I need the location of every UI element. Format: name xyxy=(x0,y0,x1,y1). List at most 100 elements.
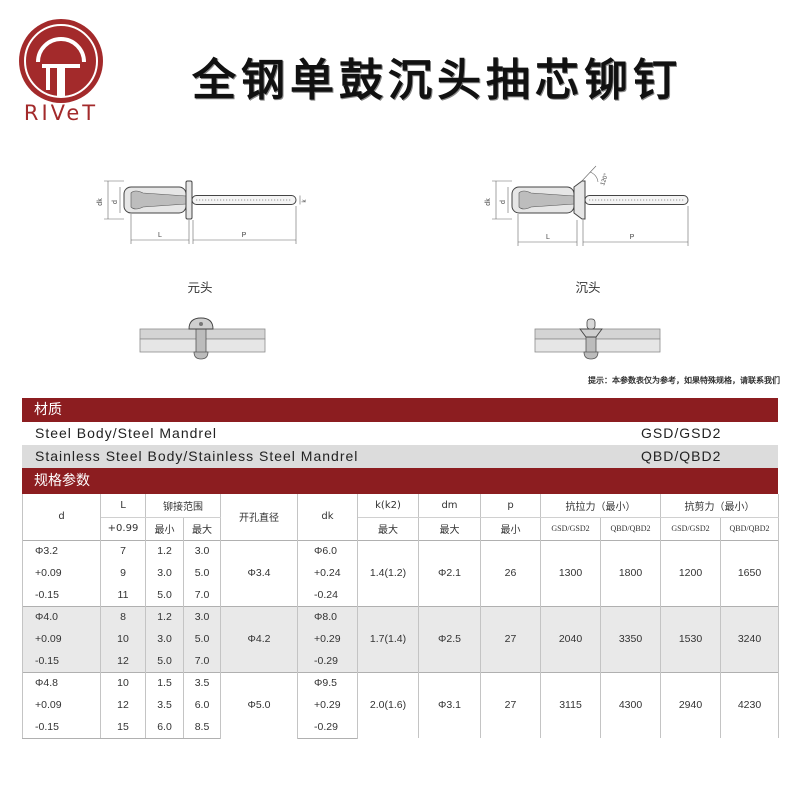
col-subheader-dm-max: 最大 xyxy=(418,517,481,540)
diagram-label-dk: dk xyxy=(485,198,492,206)
table-row: -0.15 11 5.0 7.0 -0.24 xyxy=(22,584,779,606)
cell-p: 27 xyxy=(480,605,541,672)
cell-dk: -0.29 xyxy=(297,716,358,739)
cell-hole: Φ5.0 xyxy=(220,671,298,738)
col-header-p: p xyxy=(480,494,541,518)
cell-dk: -0.24 xyxy=(297,584,358,606)
round-head-caption: 元头 xyxy=(187,280,213,295)
cell-grip-min: 1.2 xyxy=(145,539,184,562)
cell-d: +0.09 xyxy=(22,562,101,584)
col-subheader-tensile-gsd: GSD/GSD2 xyxy=(540,517,601,540)
countersunk-caption: 沉头 xyxy=(575,280,601,295)
cell-grip-max: 7.0 xyxy=(183,650,221,672)
col-subheader-shear-qbd: QBD/QBD2 xyxy=(720,517,779,540)
col-header-L: L xyxy=(100,494,146,518)
page-title: 全钢单鼓沉头抽芯铆钉 xyxy=(192,55,682,106)
table-row: Φ4.0 8 1.2 3.0 Φ4.2 Φ8.0 1.7(1.4) Φ2.5 2… xyxy=(22,605,779,672)
table-row: -0.15 15 6.0 8.5 -0.29 xyxy=(22,716,779,739)
cell-dm: Φ3.1 xyxy=(418,671,481,738)
cell-grip-max: 5.0 xyxy=(183,628,221,650)
cell-dk: -0.29 xyxy=(297,650,358,672)
cell-d: -0.15 xyxy=(22,650,101,672)
cell-grip-min: 5.0 xyxy=(145,650,184,672)
cell-tensile-qbd: 3350 xyxy=(600,605,661,672)
diagram-label-P: P xyxy=(242,232,247,239)
cell-p: 26 xyxy=(480,539,541,606)
col-header-hole-diameter: 开孔直径 xyxy=(220,494,298,540)
col-header-k: k(k2) xyxy=(357,494,419,518)
cell-grip-min: 3.5 xyxy=(145,694,184,716)
material-code: GSD/GSD2 xyxy=(641,425,722,441)
cell-dm: Φ2.5 xyxy=(418,605,481,672)
cell-grip-min: 3.0 xyxy=(145,628,184,650)
spec-group: Φ4.8 10 1.5 3.5 Φ5.0 Φ9.5 2.0(1.6) Φ3.1 … xyxy=(22,671,779,739)
cell-grip-max: 3.5 xyxy=(183,671,221,694)
col-subheader-tensile-qbd: QBD/QBD2 xyxy=(600,517,661,540)
cell-d: Φ4.0 xyxy=(22,605,101,628)
cell-grip-min: 1.5 xyxy=(145,671,184,694)
cell-grip-min: 3.0 xyxy=(145,562,184,584)
col-header-shear: 抗剪力（最小） xyxy=(660,494,779,518)
cell-grip-min: 5.0 xyxy=(145,584,184,606)
cell-tensile-gsd: 1300 xyxy=(540,539,601,606)
table-row: +0.09 10 3.0 5.0 +0.29 xyxy=(22,628,779,650)
col-header-grip-range: 铆接范围 xyxy=(145,494,221,518)
cell-L: 7 xyxy=(100,539,146,562)
material-code: QBD/QBD2 xyxy=(641,448,722,464)
spec-header: 规格参数 xyxy=(22,468,778,494)
cell-shear-qbd: 3240 xyxy=(720,605,779,672)
cell-shear-gsd: 1530 xyxy=(660,605,721,672)
col-header-dm: dm xyxy=(418,494,481,518)
spec-group: Φ4.0 8 1.2 3.0 Φ4.2 Φ8.0 1.7(1.4) Φ2.5 2… xyxy=(22,605,779,672)
cell-dk: +0.29 xyxy=(297,694,358,716)
cell-hole: Φ4.2 xyxy=(220,605,298,672)
cell-dk: Φ6.0 xyxy=(297,539,358,562)
material-name: Stainless Steel Body/Stainless Steel Man… xyxy=(35,448,359,464)
cell-grip-min: 6.0 xyxy=(145,716,184,739)
cell-d: +0.09 xyxy=(22,694,101,716)
col-subheader-L-tolerance: +0.99 xyxy=(100,517,146,540)
cell-grip-max: 5.0 xyxy=(183,562,221,584)
spec-header-label: 规格参数 xyxy=(34,473,90,489)
cell-dk: Φ9.5 xyxy=(297,671,358,694)
cell-tensile-gsd: 2040 xyxy=(540,605,601,672)
cell-hole: Φ3.4 xyxy=(220,539,298,606)
col-subheader-grip-min: 最小 xyxy=(145,517,184,540)
cell-tensile-gsd: 3115 xyxy=(540,671,601,738)
material-row: Steel Body/Steel Mandrel GSD/GSD2 xyxy=(22,422,778,445)
cell-dk: +0.29 xyxy=(297,628,358,650)
cell-shear-qbd: 4230 xyxy=(720,671,779,738)
cell-L: 11 xyxy=(100,584,146,606)
table-row: -0.15 12 5.0 7.0 -0.29 xyxy=(22,650,779,672)
cell-d: +0.09 xyxy=(22,628,101,650)
cell-shear-gsd: 1200 xyxy=(660,539,721,606)
col-subheader-shear-gsd: GSD/GSD2 xyxy=(660,517,721,540)
cell-L: 10 xyxy=(100,628,146,650)
cell-d: Φ3.2 xyxy=(22,539,101,562)
cell-L: 8 xyxy=(100,605,146,628)
diagram-label-d: d xyxy=(112,200,119,204)
material-header-label: 材质 xyxy=(34,402,62,418)
cell-tensile-qbd: 1800 xyxy=(600,539,661,606)
col-subheader-grip-max: 最大 xyxy=(183,517,221,540)
cell-tensile-qbd: 4300 xyxy=(600,671,661,738)
brand-logo-text: RIVeT xyxy=(23,101,99,125)
cell-grip-max: 3.0 xyxy=(183,539,221,562)
col-header-tensile: 抗拉力（最小） xyxy=(540,494,661,518)
diagram-label-k: k xyxy=(302,199,308,203)
brand-logo-icon xyxy=(19,19,103,103)
cell-d: -0.15 xyxy=(22,716,101,739)
round-head-section-diagram xyxy=(139,317,266,360)
table-row: Φ4.8 10 1.5 3.5 Φ5.0 Φ9.5 2.0(1.6) Φ3.1 … xyxy=(22,671,779,738)
diagram-label-L: L xyxy=(546,234,550,241)
cell-dk: Φ8.0 xyxy=(297,605,358,628)
cell-k: 1.7(1.4) xyxy=(357,605,419,672)
spec-table: d L 铆接范围 开孔直径 dk k(k2) dm p 抗拉力（最小） 抗剪力（… xyxy=(22,494,779,739)
table-row: Φ3.2 7 1.2 3.0 Φ3.4 Φ6.0 1.4(1.2) Φ2.1 2… xyxy=(22,539,779,606)
cell-grip-max: 3.0 xyxy=(183,605,221,628)
cell-k: 2.0(1.6) xyxy=(357,671,419,738)
spec-group: Φ3.2 7 1.2 3.0 Φ3.4 Φ6.0 1.4(1.2) Φ2.1 2… xyxy=(22,539,779,606)
col-header-dk: dk xyxy=(297,494,358,540)
cell-shear-gsd: 2940 xyxy=(660,671,721,738)
cell-p: 27 xyxy=(480,671,541,738)
